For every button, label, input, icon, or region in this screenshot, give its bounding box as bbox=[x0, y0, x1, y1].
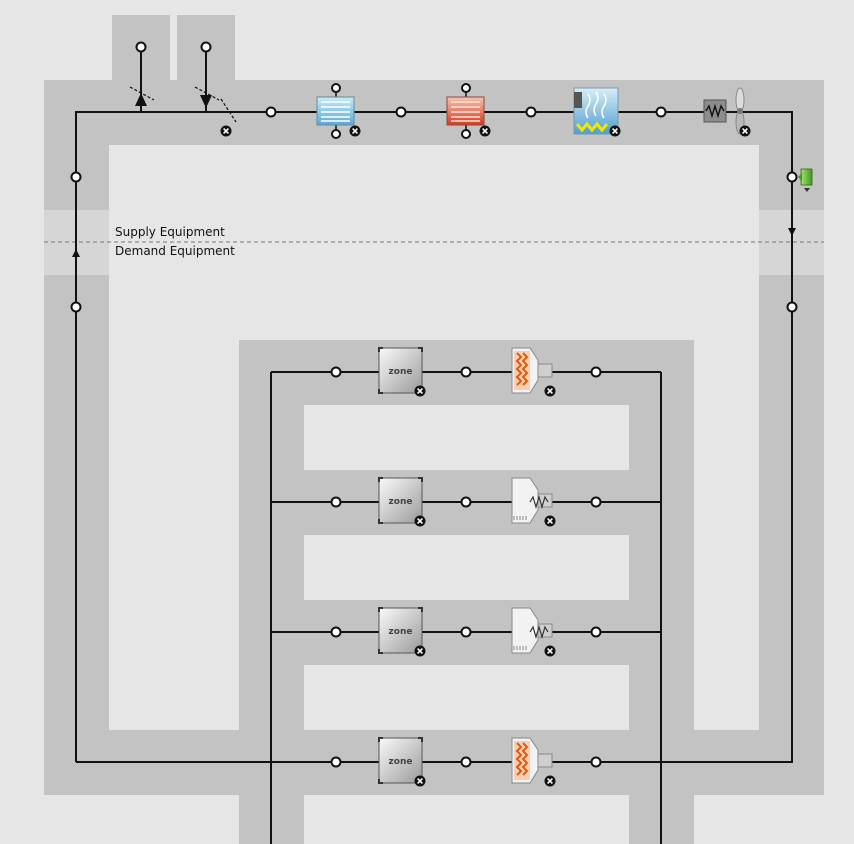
thermal-zone-icon[interactable]: zone bbox=[378, 477, 423, 524]
demand-branches: zone zone zone zone bbox=[330, 347, 602, 788]
cooling-coil-icon[interactable] bbox=[316, 96, 355, 126]
supply-node[interactable] bbox=[265, 106, 277, 118]
branch-node[interactable] bbox=[460, 496, 472, 508]
cooling-coil-water-node[interactable] bbox=[331, 83, 341, 93]
supply-fan-icon[interactable] bbox=[703, 87, 745, 135]
branch-row: zone bbox=[330, 607, 602, 658]
no-reheat-terminal-icon[interactable] bbox=[511, 477, 553, 524]
thermal-zone-icon[interactable]: zone bbox=[378, 347, 423, 394]
zone-label: zone bbox=[389, 367, 413, 377]
branch-node[interactable] bbox=[590, 756, 602, 768]
branch-row: zone bbox=[330, 477, 602, 528]
thermal-zone-icon[interactable]: zone bbox=[378, 737, 423, 784]
branch-node[interactable] bbox=[330, 496, 342, 508]
supply-equipment-label: Supply Equipment bbox=[115, 225, 225, 239]
remove-humidifier-icon[interactable] bbox=[608, 124, 622, 138]
outdoor-air-relief-damper-icon[interactable] bbox=[129, 86, 155, 101]
branch-row: zone bbox=[330, 347, 602, 398]
branch-node[interactable] bbox=[590, 366, 602, 378]
mixing-box-damper-icon[interactable] bbox=[220, 98, 237, 123]
branch-node[interactable] bbox=[330, 626, 342, 638]
branch-node[interactable] bbox=[330, 366, 342, 378]
remove-heating-coil-icon[interactable] bbox=[478, 124, 492, 138]
remove-terminal-icon[interactable] bbox=[543, 644, 557, 658]
intake-arrow-down-icon bbox=[200, 95, 212, 108]
no-reheat-terminal-icon[interactable] bbox=[511, 607, 553, 654]
supply-node[interactable] bbox=[525, 106, 537, 118]
relief-node[interactable] bbox=[135, 41, 147, 53]
flow-arrow-down-icon bbox=[788, 228, 796, 236]
remove-zone-icon[interactable] bbox=[413, 514, 427, 528]
branch-node[interactable] bbox=[590, 626, 602, 638]
relief-arrow-up-icon bbox=[135, 93, 147, 106]
branch-node[interactable] bbox=[590, 496, 602, 508]
reheat-terminal-icon[interactable] bbox=[511, 737, 553, 784]
intake-node[interactable] bbox=[200, 41, 212, 53]
outdoor-air-intake-damper-icon[interactable] bbox=[194, 86, 220, 101]
remove-oa-system-icon[interactable] bbox=[219, 124, 233, 138]
remove-zone-icon[interactable] bbox=[413, 384, 427, 398]
demand-inlet-node[interactable] bbox=[786, 301, 798, 313]
thermal-zone-icon[interactable]: zone bbox=[378, 607, 423, 654]
heating-coil-water-node[interactable] bbox=[461, 83, 471, 93]
remove-terminal-icon[interactable] bbox=[543, 384, 557, 398]
zone-label: zone bbox=[389, 757, 413, 767]
reheat-terminal-icon[interactable] bbox=[511, 347, 553, 394]
dampers bbox=[129, 86, 237, 123]
flow-arrows bbox=[72, 93, 796, 257]
supply-outlet-node[interactable] bbox=[786, 171, 798, 183]
demand-equipment-label: Demand Equipment bbox=[115, 244, 235, 258]
zone-label: zone bbox=[389, 497, 413, 507]
branch-node[interactable] bbox=[460, 366, 472, 378]
branch-node[interactable] bbox=[330, 756, 342, 768]
supply-inlet-node[interactable] bbox=[70, 171, 82, 183]
remove-terminal-icon[interactable] bbox=[543, 514, 557, 528]
zone-label: zone bbox=[389, 627, 413, 637]
remove-terminal-icon[interactable] bbox=[543, 774, 557, 788]
supply-node[interactable] bbox=[655, 106, 667, 118]
remove-zone-icon[interactable] bbox=[413, 644, 427, 658]
flow-arrow-up-icon bbox=[72, 249, 80, 257]
supply-node[interactable] bbox=[395, 106, 407, 118]
cooling-coil-water-node[interactable] bbox=[331, 129, 341, 139]
inner-openings bbox=[109, 145, 759, 844]
branch-row: zone bbox=[330, 737, 602, 788]
humidifier-icon[interactable] bbox=[573, 87, 619, 135]
divider-band bbox=[0, 210, 854, 275]
branch-node[interactable] bbox=[460, 626, 472, 638]
nodes bbox=[70, 41, 798, 313]
remove-supply-fan-icon[interactable] bbox=[738, 124, 752, 138]
branch-node[interactable] bbox=[460, 756, 472, 768]
heating-coil-icon[interactable] bbox=[446, 96, 485, 126]
heating-coil-water-node[interactable] bbox=[461, 129, 471, 139]
demand-outlet-node[interactable] bbox=[70, 301, 82, 313]
setpoint-manager-icon[interactable] bbox=[798, 168, 813, 192]
remove-zone-icon[interactable] bbox=[413, 774, 427, 788]
remove-cooling-coil-icon[interactable] bbox=[348, 124, 362, 138]
